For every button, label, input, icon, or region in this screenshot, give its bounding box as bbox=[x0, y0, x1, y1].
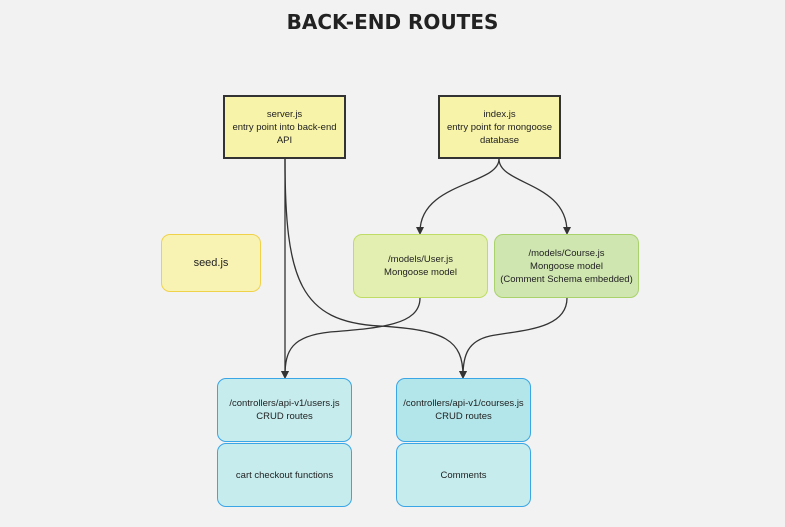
index-js-description: entry point for mongoose bbox=[446, 121, 553, 133]
server-js-description-2: API bbox=[276, 134, 293, 146]
cart-checkout-node: cart checkout functions bbox=[217, 443, 352, 507]
connector-server-to-courses bbox=[284, 158, 467, 379]
seed-js-node: seed.js bbox=[161, 234, 261, 292]
courses-controller-filename: /controllers/api-v1/courses.js bbox=[403, 398, 524, 409]
comments-label: Comments bbox=[440, 469, 487, 481]
connector-course-to-courses bbox=[459, 297, 568, 379]
server-js-description: entry point into back-end bbox=[232, 121, 337, 133]
courses-controller-description: CRUD routes bbox=[435, 411, 492, 422]
course-model-node: /models/Course.js Mongoose model (Commen… bbox=[494, 234, 639, 298]
connector-index-to-user bbox=[416, 158, 500, 235]
server-js-node: server.js entry point into back-end API bbox=[223, 95, 346, 159]
user-model-filename: /models/User.js bbox=[388, 254, 453, 265]
index-js-filename: index.js bbox=[483, 108, 516, 120]
connector-index-to-course bbox=[498, 158, 571, 235]
index-js-node: index.js entry point for mongoose databa… bbox=[438, 95, 561, 159]
seed-js-label: seed.js bbox=[193, 256, 229, 269]
users-controller-node: /controllers/api-v1/users.js CRUD routes bbox=[217, 378, 352, 442]
diagram-title: BACK-END ROUTES bbox=[286, 10, 499, 34]
courses-controller-node: /controllers/api-v1/courses.js CRUD rout… bbox=[396, 378, 531, 442]
server-js-filename: server.js bbox=[266, 108, 303, 120]
users-controller-description: CRUD routes bbox=[256, 411, 313, 422]
connector-user-to-users bbox=[281, 297, 421, 379]
cart-checkout-label: cart checkout functions bbox=[235, 469, 334, 481]
user-model-description: Mongoose model bbox=[384, 267, 457, 278]
user-model-node: /models/User.js Mongoose model bbox=[353, 234, 488, 298]
course-model-description: Mongoose model bbox=[530, 260, 603, 272]
course-model-note: (Comment Schema embedded) bbox=[500, 273, 633, 285]
index-js-description-2: database bbox=[479, 134, 520, 146]
comments-node: Comments bbox=[396, 443, 531, 507]
users-controller-filename: /controllers/api-v1/users.js bbox=[229, 398, 340, 409]
course-model-filename: /models/Course.js bbox=[528, 247, 605, 259]
